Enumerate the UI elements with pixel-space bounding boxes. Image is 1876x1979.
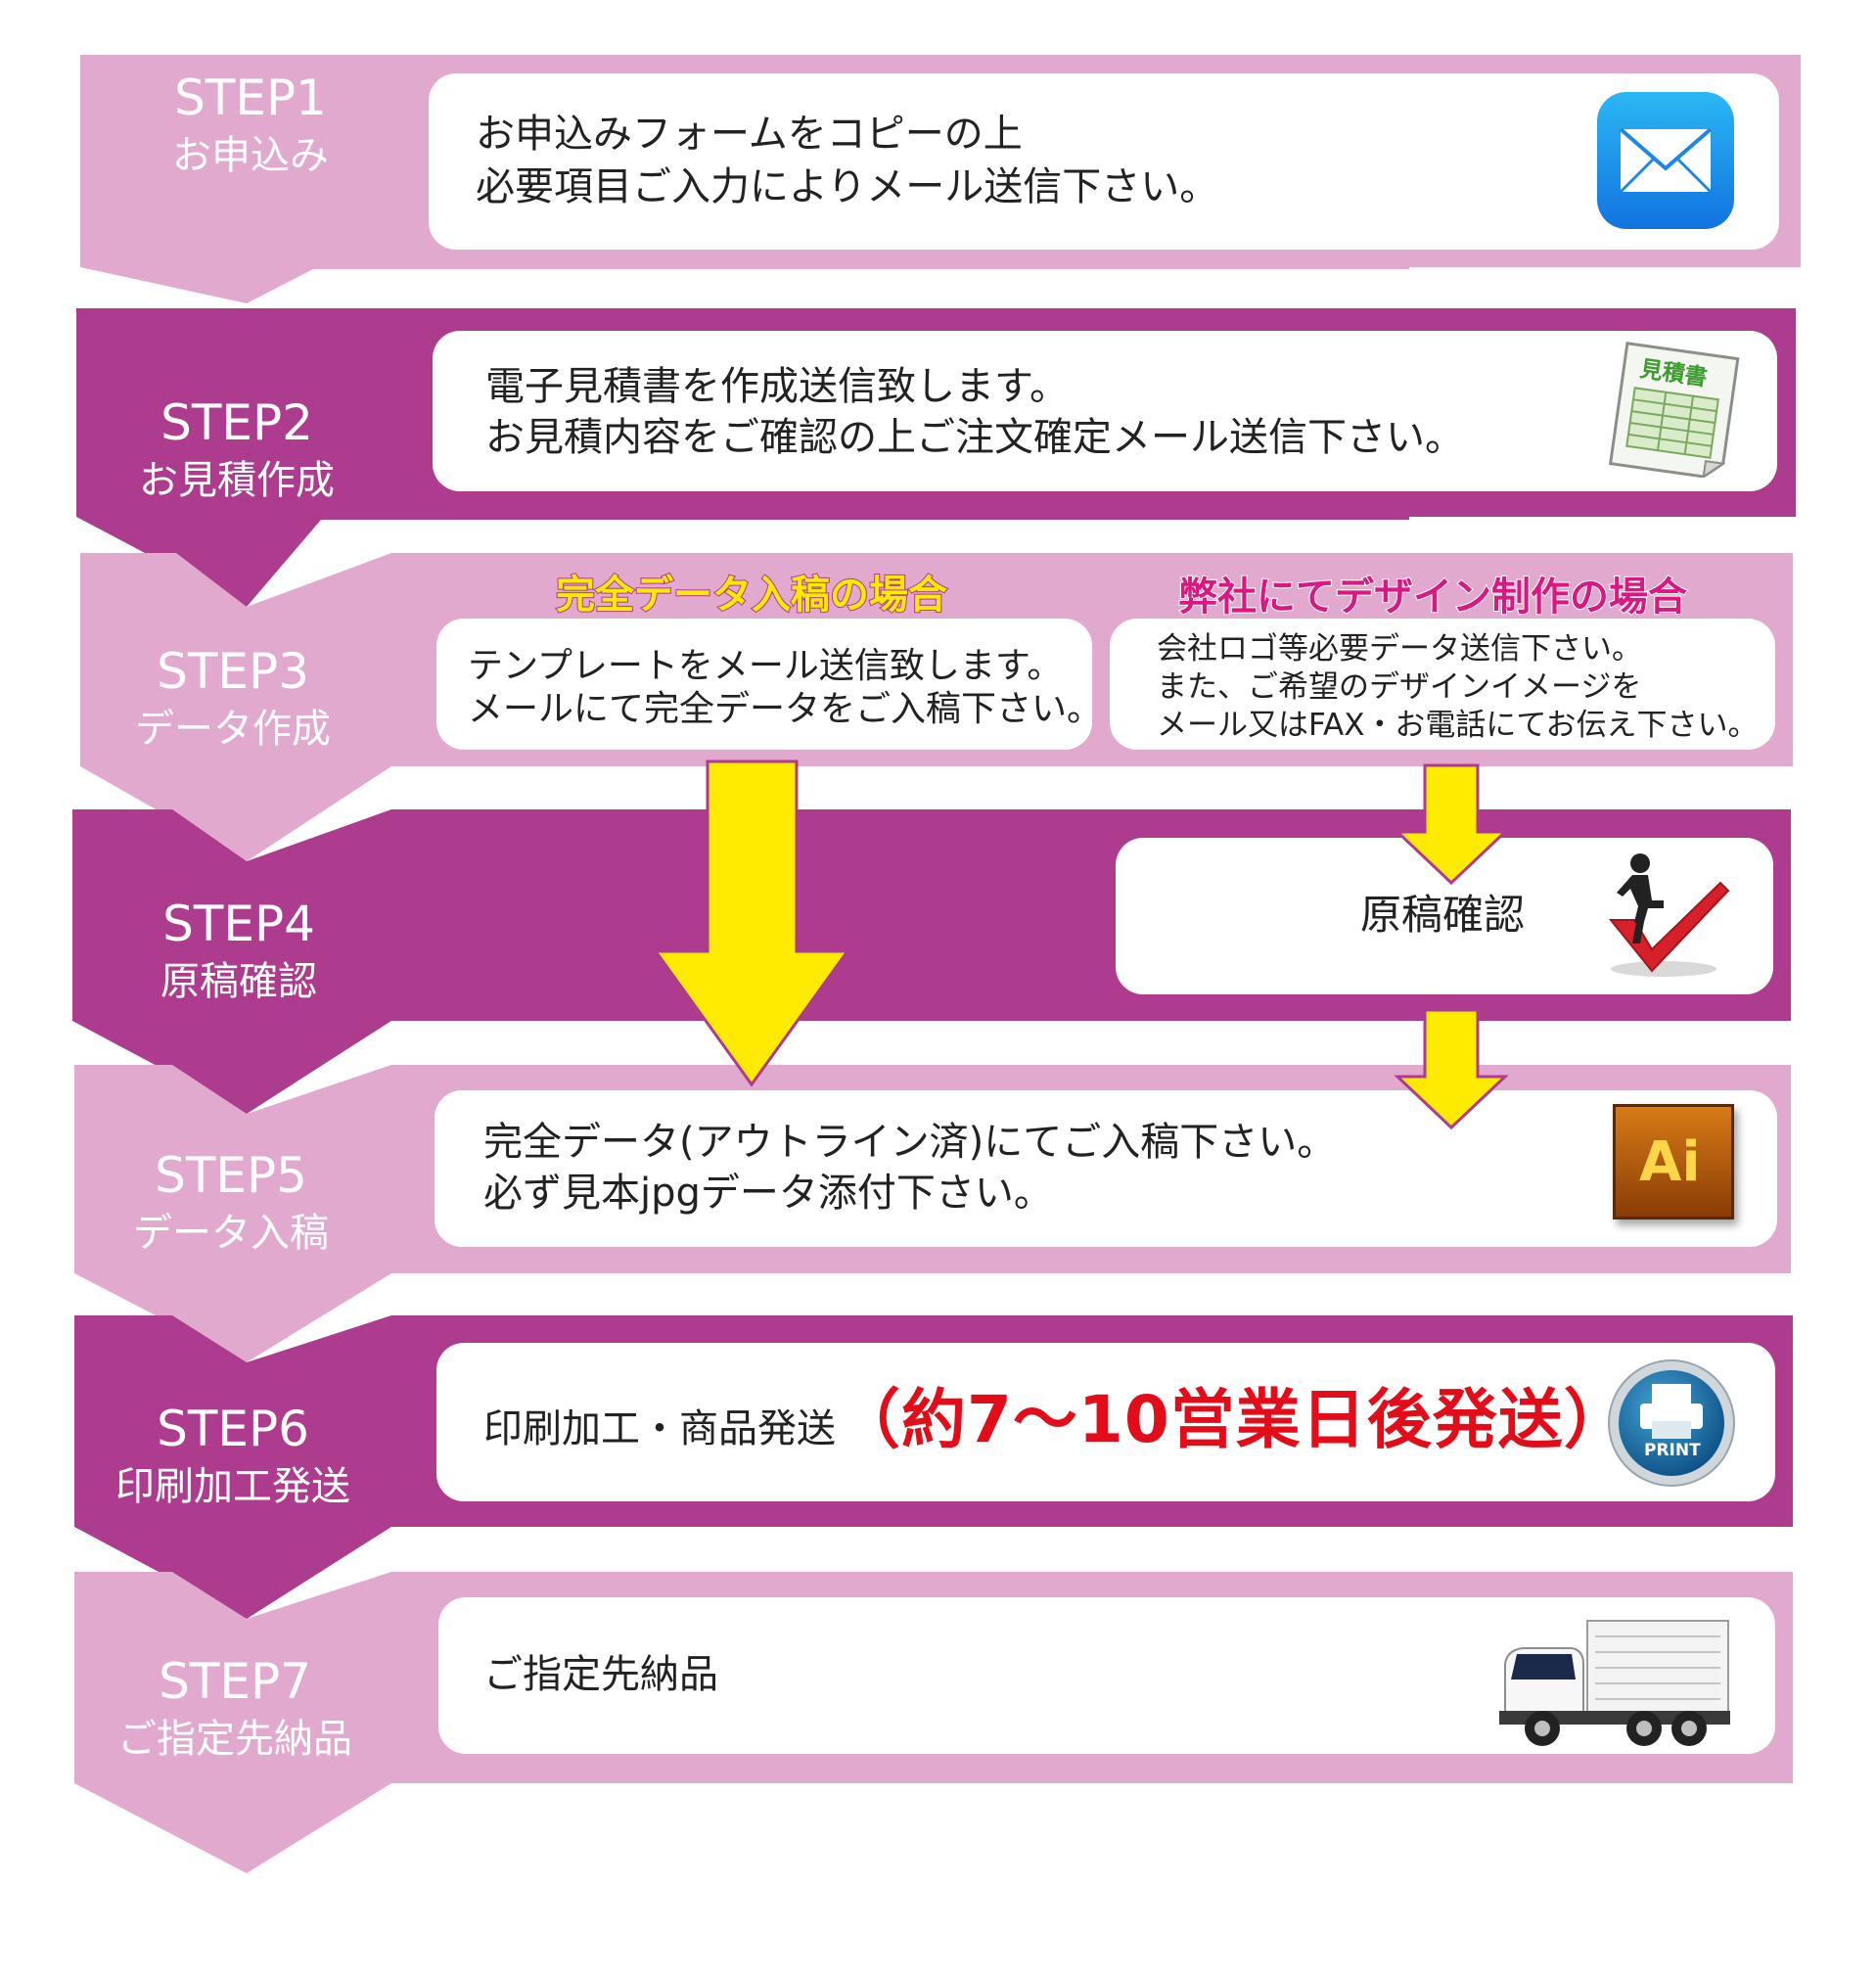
step3-number: STEP3 bbox=[157, 643, 309, 700]
print-button-label: PRINT bbox=[1644, 1441, 1701, 1460]
step2-text-line-2: お見積内容をご確認の上ご注文確定メール送信下さい。 bbox=[485, 415, 1464, 460]
step5-label: STEP5 データ入稿 bbox=[104, 1147, 358, 1256]
step5-card bbox=[435, 1090, 1777, 1247]
mail-icon bbox=[1597, 92, 1734, 229]
step3-name: データ作成 bbox=[135, 706, 331, 752]
step2-text-line-1: 電子見積書を作成送信致します。 bbox=[485, 364, 1069, 409]
step3-left-heading: 完全データ入稿の場合 bbox=[555, 572, 948, 619]
step6-name: 印刷加工発送 bbox=[115, 1463, 350, 1509]
checkmark-figure-icon bbox=[1608, 853, 1730, 977]
step6-label: STEP6 印刷加工発送 bbox=[106, 1401, 360, 1509]
step4-name: 原稿確認 bbox=[160, 958, 317, 1004]
step5-text-line-1: 完全データ(アウトライン済)にてご入稿下さい。 bbox=[483, 1120, 1337, 1165]
step1-text-line-1: お申込みフォームをコピーの上 bbox=[476, 112, 1023, 157]
step1-name: お申込み bbox=[172, 132, 329, 178]
shipping-days-emphasis: （約7～10営業日後発送） bbox=[836, 1382, 1629, 1457]
step1-label: STEP1 お申込み bbox=[123, 69, 378, 178]
step3-right-card bbox=[1110, 619, 1775, 750]
step4-card-text: 原稿確認 bbox=[1360, 891, 1526, 939]
step3-right-text-line-2: また、ご希望のデザインイメージを bbox=[1157, 669, 1642, 705]
step6-text: 印刷加工・商品発送（約7～10営業日後発送） bbox=[483, 1386, 1629, 1463]
step3-right-text-line-3: メール又はFAX・お電話にてお伝え下さい。 bbox=[1157, 708, 1759, 743]
step5-name: データ入稿 bbox=[133, 1210, 329, 1256]
step3-right-text-line-1: 会社ロゴ等必要データ送信下さい。 bbox=[1157, 631, 1642, 667]
delivery-truck-icon bbox=[1499, 1620, 1730, 1746]
step3-left-text-line-2: メールにて完全データをご入稿下さい。 bbox=[468, 689, 1103, 729]
step7-text: ご指定先納品 bbox=[483, 1652, 718, 1697]
estimate-document-icon: 見積書 bbox=[1595, 341, 1752, 480]
step1-text-line-2: 必要項目ご入力によりメール送信下さい。 bbox=[476, 164, 1219, 209]
step7-name: ご指定先納品 bbox=[117, 1716, 352, 1762]
step6-card bbox=[436, 1343, 1775, 1501]
step2-label: STEP2 お見積作成 bbox=[110, 394, 364, 503]
print-button-icon: PRINT bbox=[1605, 1357, 1738, 1490]
step2-card bbox=[433, 331, 1777, 491]
step3-left-text-line-1: テンプレートをメール送信致します。 bbox=[468, 646, 1063, 686]
step7-label: STEP7 ご指定先納品 bbox=[108, 1653, 362, 1762]
step5-number: STEP5 bbox=[155, 1147, 307, 1204]
step1-number: STEP1 bbox=[174, 69, 327, 126]
step7-number: STEP7 bbox=[159, 1653, 311, 1710]
step5-text-line-2: 必ず見本jpgデータ添付下さい。 bbox=[483, 1171, 1053, 1216]
illustrator-icon: Ai bbox=[1613, 1104, 1734, 1220]
step4-number: STEP4 bbox=[162, 896, 315, 952]
step6-main-text: 印刷加工・商品発送 bbox=[483, 1406, 836, 1451]
step2-number: STEP2 bbox=[160, 394, 313, 451]
step3-right-heading: 弊社にてデザイン制作の場合 bbox=[1177, 574, 1688, 621]
step3-label: STEP3 データ作成 bbox=[106, 643, 360, 752]
step3-left-card bbox=[436, 619, 1092, 750]
step1-card bbox=[429, 73, 1779, 250]
illustrator-icon-label: Ai bbox=[1639, 1130, 1701, 1194]
step6-number: STEP6 bbox=[157, 1401, 309, 1457]
step2-name: お見積作成 bbox=[139, 457, 335, 503]
step4-label: STEP4 原稿確認 bbox=[112, 896, 366, 1004]
